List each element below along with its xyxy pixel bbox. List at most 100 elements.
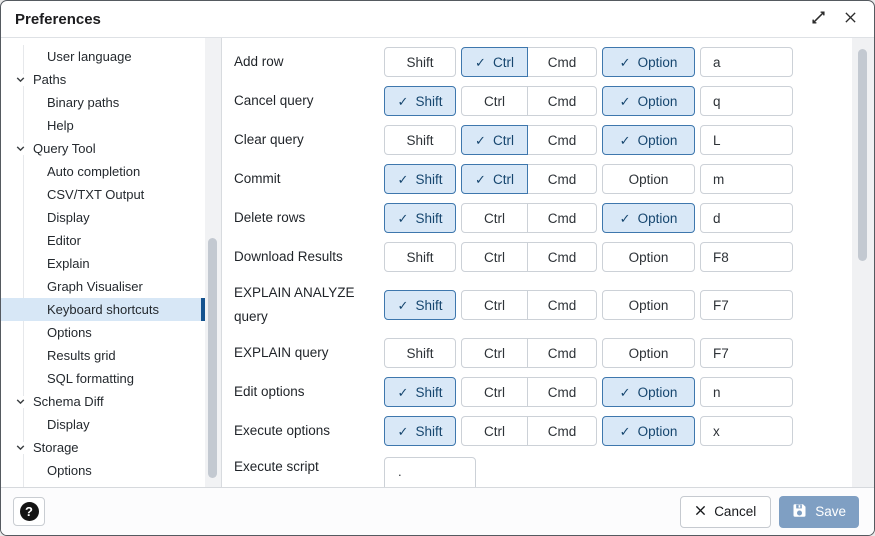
key-input[interactable] [700,377,793,407]
option-toggle-button[interactable]: Option [602,290,695,320]
modifier-label: Cmd [547,249,577,265]
chevron-down-icon[interactable] [14,142,26,155]
tree-guide-line [23,45,24,487]
option-toggle-button[interactable]: Option [602,164,695,194]
sidebar-item-storage[interactable]: Storage [1,436,205,459]
option-toggle-button[interactable]: ✓Option [602,86,695,116]
option-toggle-button[interactable]: Option [602,338,695,368]
key-input[interactable] [700,290,793,320]
main-scrollbar-thumb[interactable] [858,49,867,261]
cmd-toggle-button[interactable]: Cmd [527,125,597,155]
sidebar-item-keyboard-shortcuts[interactable]: Keyboard shortcuts [1,298,205,321]
cmd-toggle-button[interactable]: Cmd [527,47,597,77]
shift-toggle-button[interactable]: Shift [384,125,456,155]
shift-toggle-button[interactable]: ✓Shift [384,203,456,233]
shift-toggle-button[interactable]: ✓Shift [384,86,456,116]
option-toggle-button[interactable]: ✓Option [602,203,695,233]
ctrl-toggle-button[interactable]: Ctrl [461,416,528,446]
ctrl-toggle-button[interactable]: ✓Ctrl [461,125,528,155]
cmd-toggle-button[interactable]: Cmd [527,86,597,116]
modifier-label: Option [628,249,669,265]
option-toggle-button[interactable]: ✓Option [602,125,695,155]
sidebar-item-options[interactable]: Options [1,459,205,482]
cmd-toggle-button[interactable]: Cmd [527,377,597,407]
sidebar-item-help[interactable]: Help [1,114,205,137]
main-scrollbar[interactable] [852,38,874,487]
key-input[interactable] [700,203,793,233]
shift-toggle-button[interactable]: ✓Shift [384,416,456,446]
sidebar-item-results-grid[interactable]: Results grid [1,344,205,367]
ctrl-toggle-button[interactable]: ✓Ctrl [461,47,528,77]
sidebar-item-query-tool[interactable]: Query Tool [1,137,205,160]
option-toggle-button[interactable]: ✓Option [602,47,695,77]
sidebar-item-display[interactable]: Display [1,206,205,229]
modifier-label: Option [628,171,669,187]
shift-toggle-button[interactable]: Shift [384,338,456,368]
key-input[interactable] [700,338,793,368]
cmd-toggle-button[interactable]: Cmd [527,290,597,320]
modifier-label: Cmd [547,423,577,439]
sidebar-scrollbar[interactable] [205,38,221,487]
shift-toggle-button[interactable]: Shift [384,47,456,77]
help-button[interactable]: ? [13,497,45,526]
modifier-label: Ctrl [484,249,505,265]
modifier-label: Option [628,345,669,361]
sidebar-item-paths[interactable]: Paths [1,68,205,91]
key-input[interactable] [700,86,793,116]
option-toggle-button[interactable]: Option [602,242,695,272]
sidebar-item-user-language[interactable]: User language [1,45,205,68]
ctrl-toggle-button[interactable]: Ctrl [461,86,528,116]
expand-button[interactable] [804,5,832,33]
sidebar-item-options[interactable]: Options [1,321,205,344]
cmd-toggle-button[interactable]: Cmd [527,203,597,233]
sidebar-item-label: Options [47,325,92,340]
key-input[interactable] [700,47,793,77]
close-button[interactable] [836,5,864,33]
sidebar-item-label: Binary paths [47,95,120,110]
key-input[interactable] [700,164,793,194]
sidebar-item-binary-paths[interactable]: Binary paths [1,91,205,114]
shift-toggle-button[interactable]: Shift [384,242,456,272]
ctrl-toggle-button[interactable]: Ctrl [461,242,528,272]
modifier-label: Shift [415,297,443,313]
cmd-toggle-button[interactable]: Cmd [527,164,597,194]
ctrl-toggle-button[interactable]: Ctrl [461,203,528,233]
shift-toggle-button[interactable]: ✓Shift [384,290,456,320]
chevron-down-icon[interactable] [14,73,26,86]
shift-toggle-button[interactable]: ✓Shift [384,377,456,407]
option-toggle-button[interactable]: ✓Option [602,416,695,446]
modifier-label: Option [637,423,678,439]
sidebar-item-auto-completion[interactable]: Auto completion [1,160,205,183]
sidebar-item-editor[interactable]: Editor [1,229,205,252]
sidebar-item-csv-txt-output[interactable]: CSV/TXT Output [1,183,205,206]
cmd-toggle-button[interactable]: Cmd [527,338,597,368]
sidebar-item-explain[interactable]: Explain [1,252,205,275]
ctrl-toggle-button[interactable]: ✓Ctrl [461,164,528,194]
cmd-toggle-button[interactable]: Cmd [527,416,597,446]
key-input[interactable] [700,416,793,446]
sidebar-item-graph-visualiser[interactable]: Graph Visualiser [1,275,205,298]
modifier-label: Option [637,93,678,109]
cancel-button[interactable]: Cancel [680,495,772,528]
ctrl-toggle-button[interactable]: Ctrl [461,338,528,368]
save-icon [792,503,807,521]
shift-toggle-button[interactable]: ✓Shift [384,164,456,194]
chevron-down-icon[interactable] [14,395,26,408]
save-button[interactable]: Save [779,495,859,528]
sidebar-item-schema-diff[interactable]: Schema Diff [1,390,205,413]
ctrl-toggle-button[interactable]: Ctrl [461,377,528,407]
sidebar-item-label: Help [47,118,74,133]
key-input[interactable] [700,125,793,155]
shortcut-control-partial[interactable]: . [384,457,476,487]
ctrl-toggle-button[interactable]: Ctrl [461,290,528,320]
sidebar-item-sql-formatting[interactable]: SQL formatting [1,367,205,390]
option-toggle-button[interactable]: ✓Option [602,377,695,407]
shortcut-row-execute-script: Execute script. [234,455,852,487]
sidebar-item-display[interactable]: Display [1,413,205,436]
key-input[interactable] [700,242,793,272]
shortcut-label: Clear query [234,132,304,147]
cmd-toggle-button[interactable]: Cmd [527,242,597,272]
chevron-down-icon[interactable] [14,441,26,454]
sidebar-scrollbar-thumb[interactable] [208,238,217,478]
shortcut-label: Add row [234,54,284,69]
